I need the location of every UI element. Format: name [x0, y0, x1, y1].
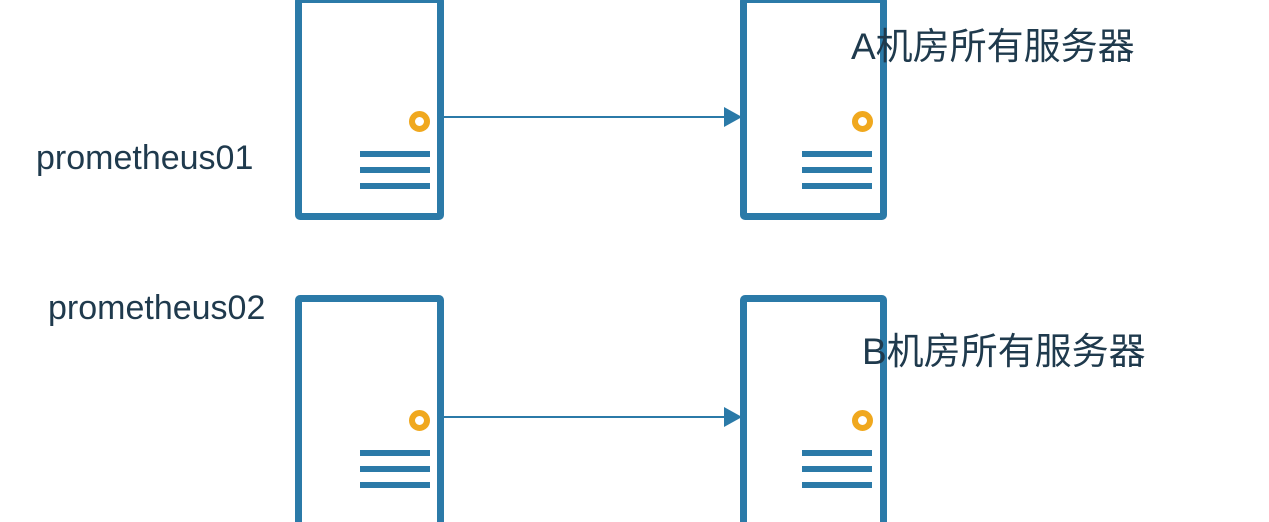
status-ring-icon	[852, 410, 873, 431]
status-ring-icon	[409, 410, 430, 431]
connector-prometheus02-to-datacenter-b	[444, 405, 742, 429]
server-node-datacenter-b[interactable]	[740, 295, 887, 522]
status-ring-icon	[852, 111, 873, 132]
server-bar	[802, 482, 872, 488]
server-bars-icon	[360, 450, 430, 488]
node-label-prometheus01: prometheus01	[36, 139, 254, 177]
server-bar	[360, 482, 430, 488]
server-bar	[360, 151, 430, 157]
server-node-prometheus01[interactable]	[295, 0, 444, 220]
server-bars-icon	[802, 450, 872, 488]
server-bars-icon	[360, 151, 430, 189]
server-bar	[802, 466, 872, 472]
node-label-datacenter-a: A机房所有服务器	[851, 26, 1135, 67]
server-node-datacenter-a[interactable]	[740, 0, 887, 220]
server-bar	[802, 450, 872, 456]
arrow-head-icon	[724, 407, 742, 427]
server-bar	[802, 167, 872, 173]
server-node-prometheus02[interactable]	[295, 295, 444, 522]
server-bar	[360, 183, 430, 189]
arrow-head-icon	[724, 107, 742, 127]
node-label-prometheus02: prometheus02	[48, 289, 266, 327]
server-bar	[360, 167, 430, 173]
node-label-datacenter-b: B机房所有服务器	[862, 331, 1146, 372]
server-bar	[802, 183, 872, 189]
server-bars-icon	[802, 151, 872, 189]
server-bar	[802, 151, 872, 157]
server-bar	[360, 466, 430, 472]
server-bar	[360, 450, 430, 456]
connector-prometheus01-to-datacenter-a	[444, 105, 742, 129]
status-ring-icon	[409, 111, 430, 132]
